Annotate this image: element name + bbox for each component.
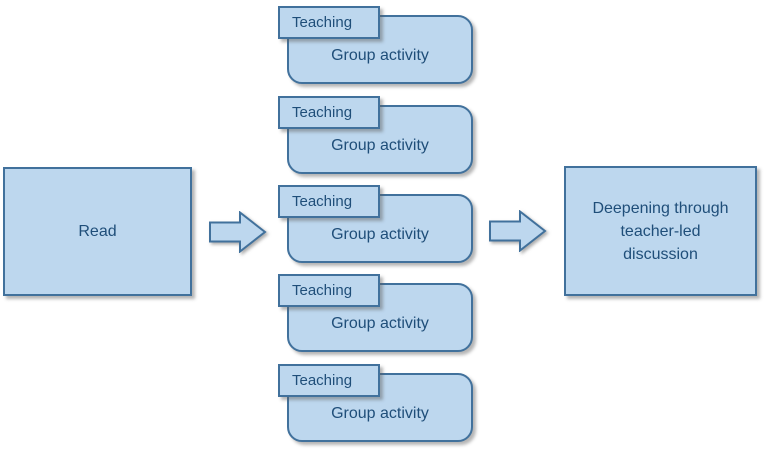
teaching-label: Teaching bbox=[292, 372, 353, 389]
deepening-discussion-line-3: discussion bbox=[623, 245, 698, 263]
group-activity-box: Group activity bbox=[287, 15, 473, 84]
deepening-discussion-box: Deepening through teacher-led discussion bbox=[564, 166, 757, 296]
read-box: Read bbox=[3, 167, 192, 296]
group-activity-box: Group activity bbox=[287, 283, 473, 352]
group-activity-label: Group activity bbox=[331, 136, 429, 154]
group-activity-label: Group activity bbox=[331, 404, 429, 422]
teaching-box: Teaching bbox=[278, 364, 380, 397]
teaching-label: Teaching bbox=[292, 282, 353, 299]
group-activity-label: Group activity bbox=[331, 225, 429, 243]
read-box-label: Read bbox=[78, 222, 117, 240]
group-activity-label: Group activity bbox=[331, 46, 429, 64]
group-activity-label: Group activity bbox=[331, 314, 429, 332]
teaching-label: Teaching bbox=[292, 14, 353, 31]
teaching-box: Teaching bbox=[278, 274, 380, 307]
teaching-box: Teaching bbox=[278, 185, 380, 218]
teaching-box: Teaching bbox=[278, 96, 380, 129]
teaching-box: Teaching bbox=[278, 6, 380, 39]
teaching-label: Teaching bbox=[292, 193, 353, 210]
right-arrow-icon bbox=[209, 211, 267, 253]
deepening-discussion-line-1: Deepening through bbox=[592, 199, 729, 217]
right-arrow-icon bbox=[489, 210, 547, 252]
deepening-discussion-line-2: teacher-led bbox=[620, 222, 701, 240]
teaching-label: Teaching bbox=[292, 104, 353, 121]
